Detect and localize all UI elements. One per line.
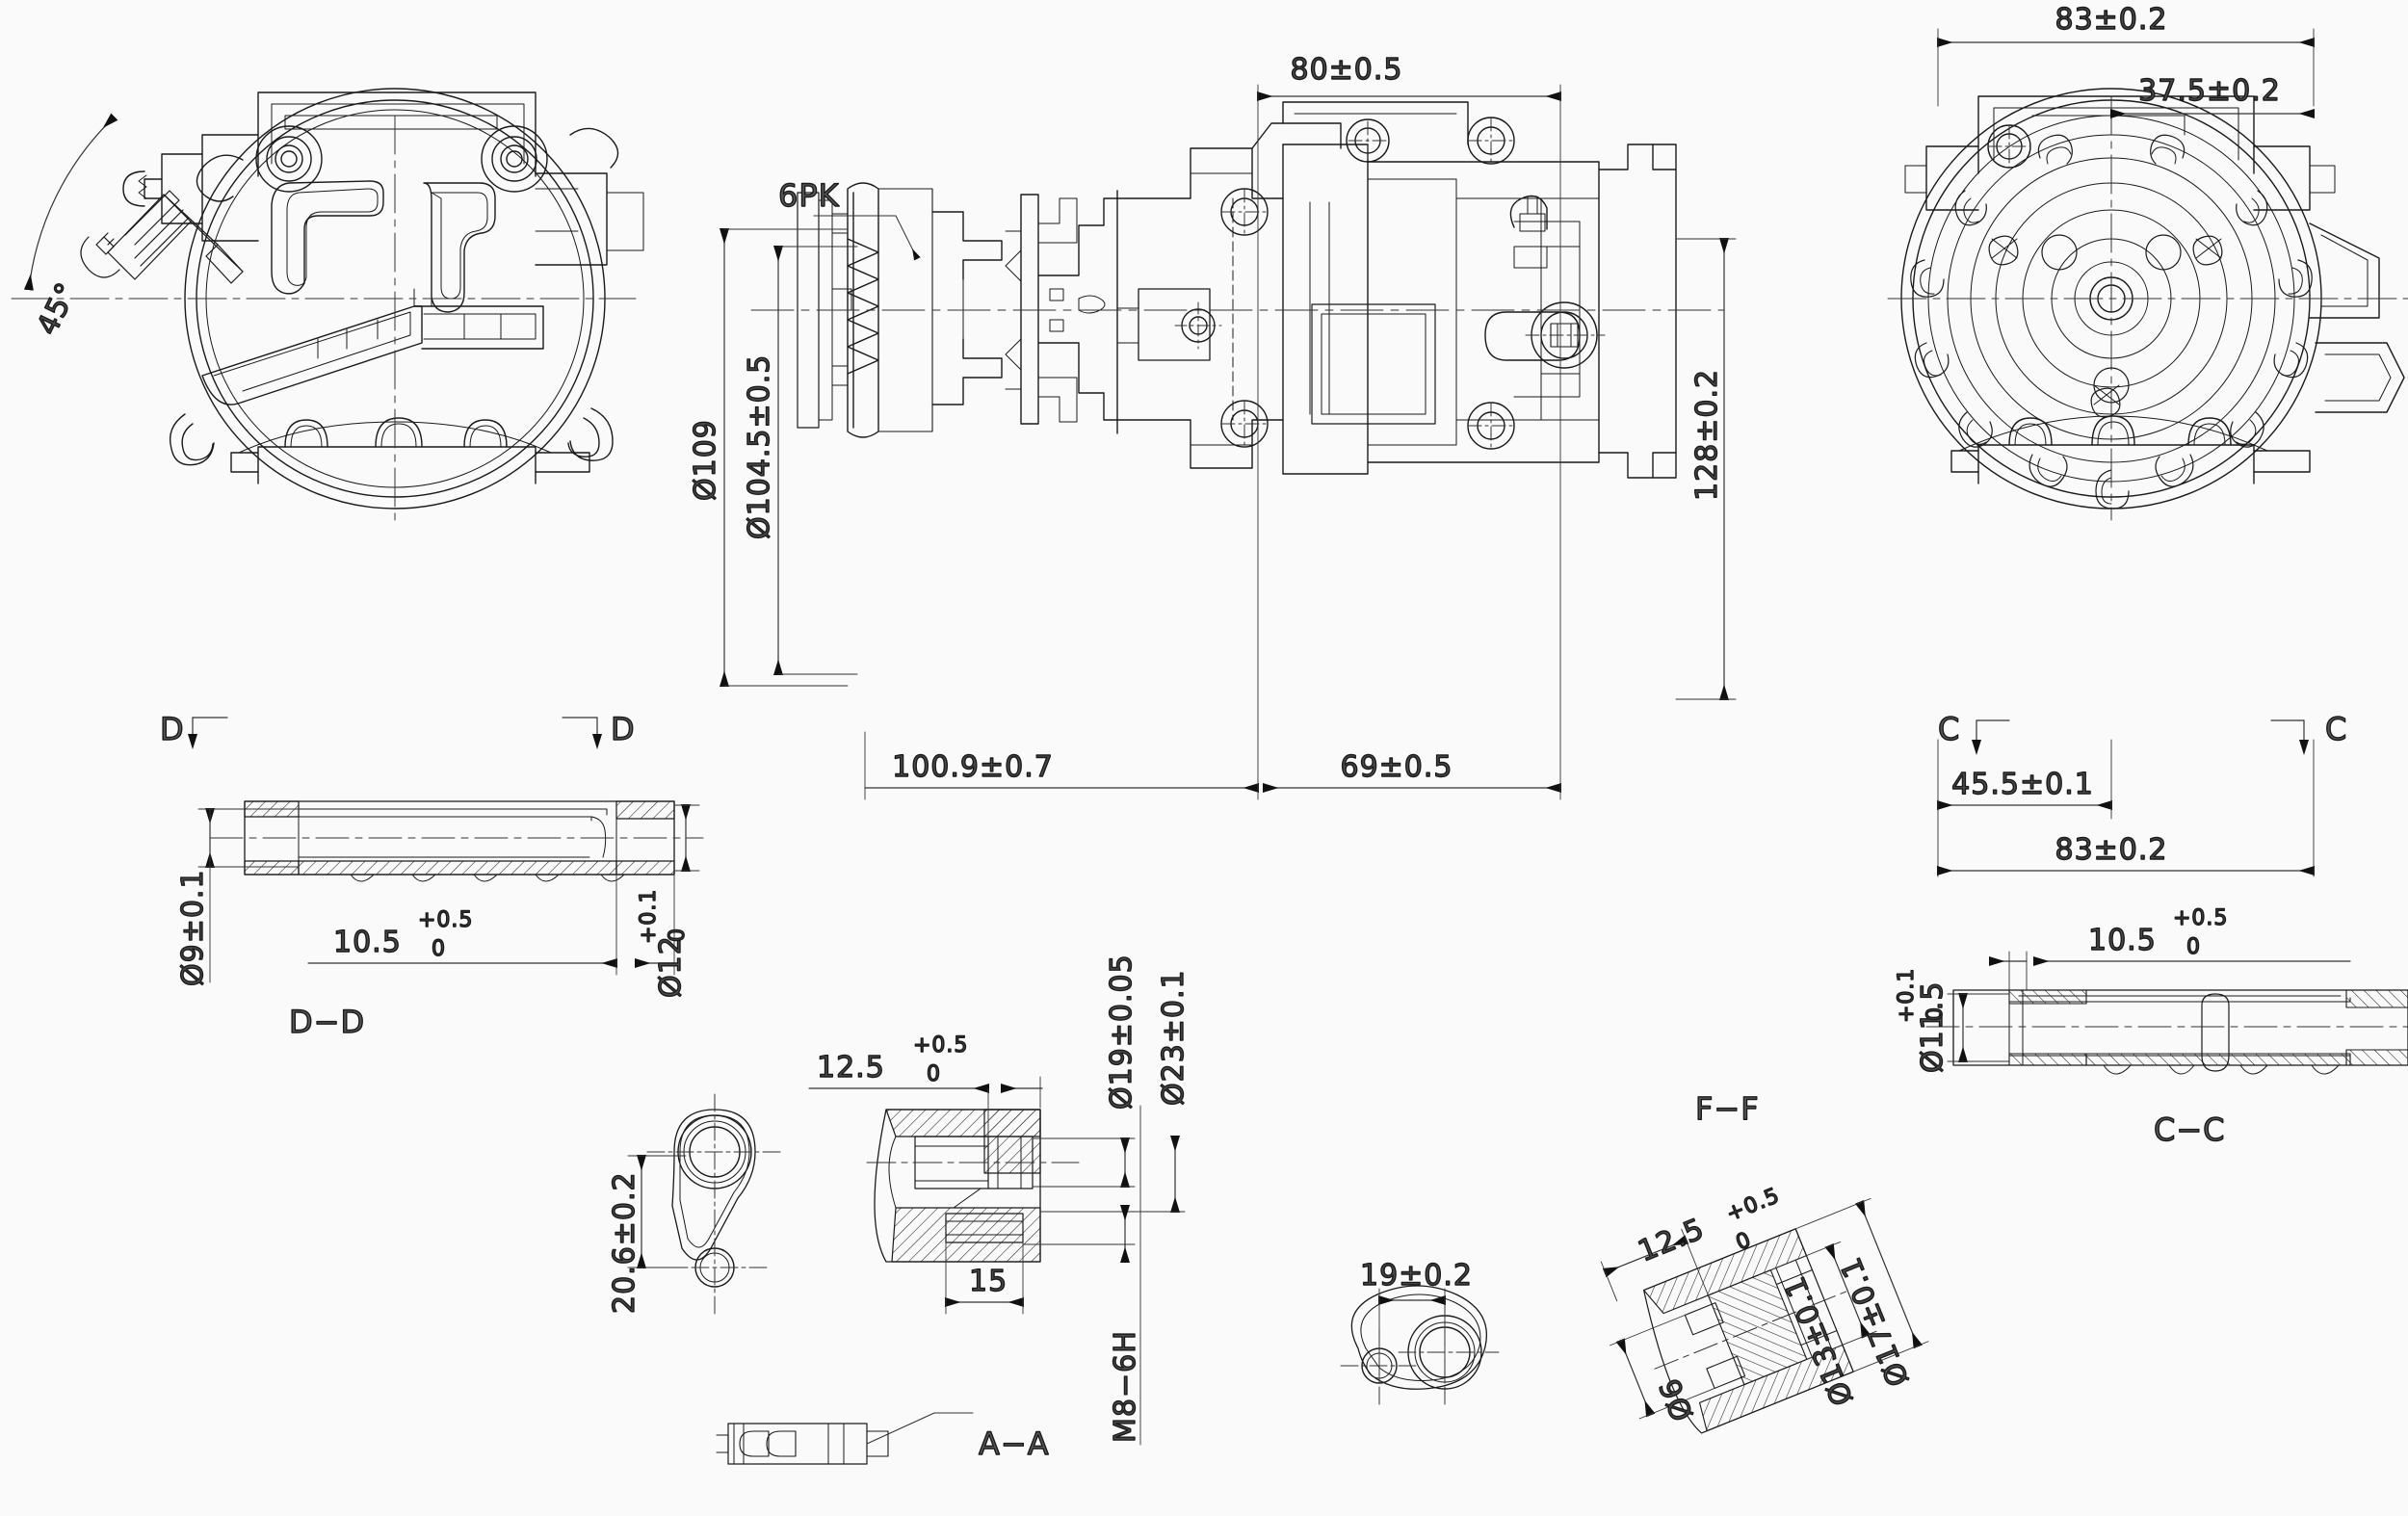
label-section-marker-d-left: D bbox=[160, 711, 185, 747]
dim-rear-width-top: 83±0.2 bbox=[2055, 3, 2167, 37]
dim-cc-bore: Ø11.5 bbox=[1916, 981, 1950, 1073]
dim-cc-length-tol-upper: +0.5 bbox=[2173, 906, 2228, 930]
detail-port-right-geometry bbox=[1340, 1285, 1500, 1407]
dim-cc-bore-tol-upper: +0.1 bbox=[1895, 968, 1919, 1023]
dim-overall-height: 128±0.2 bbox=[1690, 369, 1724, 501]
dim-cc-length: 10.5 bbox=[2088, 924, 2157, 957]
section-dd-geometry bbox=[209, 800, 704, 882]
dim-pulley-pitch-diameter: Ø104.5±0.5 bbox=[743, 354, 776, 539]
dim-rear-offset-bottom: 45.5±0.1 bbox=[1951, 768, 2094, 801]
sensor-detail-geometry bbox=[716, 1412, 974, 1465]
section-cc-geometry bbox=[1925, 989, 2408, 1075]
dim-pulley-outer-diameter: Ø109 bbox=[689, 419, 722, 501]
dim-ff-depth-tol-lower: 0 bbox=[1733, 1228, 1755, 1256]
dim-rear-offset-top: 37.5±0.2 bbox=[2138, 74, 2281, 108]
dim-ff-depth: 12.5 bbox=[1634, 1212, 1710, 1268]
label-section-ff: F−F bbox=[1695, 1090, 1760, 1127]
dim-aa-bore-small: Ø19±0.05 bbox=[1105, 954, 1139, 1110]
label-section-marker-c-left: C bbox=[1938, 711, 1960, 747]
dim-dd-outer-tol-lower: 0 bbox=[666, 928, 690, 942]
dim-aa-bore-large: Ø23±0.1 bbox=[1157, 969, 1191, 1106]
dim-dd-bore: Ø9±0.1 bbox=[176, 869, 210, 986]
dim-aa-depth: 12.5 bbox=[817, 1051, 885, 1085]
label-section-marker-c-right: C bbox=[2325, 711, 2347, 747]
detail-port-left-geometry bbox=[646, 1093, 783, 1315]
side-section-geometry bbox=[750, 101, 1725, 479]
dim-aa-thread: M8−6H bbox=[1109, 1330, 1142, 1443]
section-marker-c bbox=[1972, 719, 2309, 755]
dim-front-angle: 45° bbox=[31, 277, 85, 341]
dim-detail-right-center-distance: 19±0.2 bbox=[1360, 1259, 1473, 1293]
label-section-marker-d-right: D bbox=[611, 711, 636, 747]
dim-length-front: 100.9±0.7 bbox=[892, 750, 1054, 784]
dim-mount-width: 80±0.5 bbox=[1290, 53, 1402, 87]
front-view-geometry bbox=[11, 88, 644, 521]
dim-dd-length: 10.5 bbox=[333, 926, 402, 959]
label-belt-profile: 6PK bbox=[778, 177, 840, 214]
dim-dd-outer: Ø12 bbox=[654, 935, 688, 998]
section-ff-geometry bbox=[1642, 1228, 1854, 1434]
dim-aa-depth-tol-upper: +0.5 bbox=[913, 1033, 968, 1058]
label-section-aa: A−A bbox=[979, 1425, 1050, 1462]
dim-aa-hole-spacing: 15 bbox=[969, 1265, 1008, 1298]
dim-aa-depth-tol-lower: 0 bbox=[927, 1062, 941, 1086]
dim-cc-length-tol-lower: 0 bbox=[2186, 935, 2201, 959]
dim-dd-length-tol-lower: 0 bbox=[432, 937, 446, 961]
dim-dd-length-tol-upper: +0.5 bbox=[418, 908, 473, 932]
dim-length-rear: 69±0.5 bbox=[1340, 750, 1453, 784]
label-section-dd: D−D bbox=[289, 1004, 365, 1040]
dimension-lines bbox=[197, 28, 2351, 1446]
section-marker-d bbox=[188, 717, 602, 749]
rear-view-geometry bbox=[1887, 88, 2408, 521]
dim-ff-depth-tol-upper: +0.5 bbox=[1723, 1184, 1784, 1227]
dim-dd-outer-tol-upper: +0.1 bbox=[637, 889, 661, 944]
section-aa-geometry bbox=[866, 1109, 1080, 1263]
dim-rear-width-bottom: 83±0.2 bbox=[2055, 833, 2167, 867]
dim-cc-bore-tol-lower: 0 bbox=[1924, 1006, 1948, 1021]
dim-detail-left-center-distance: 20.6±0.2 bbox=[608, 1171, 641, 1314]
dim-ff-bore-small: Ø6 bbox=[1653, 1373, 1700, 1426]
label-section-cc: C−C bbox=[2154, 1111, 2226, 1148]
